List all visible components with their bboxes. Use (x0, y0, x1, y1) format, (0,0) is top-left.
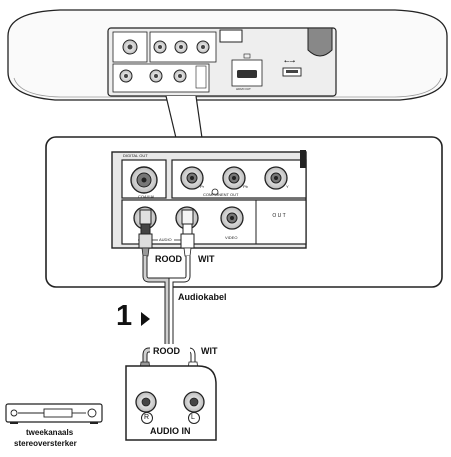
hdmi-out-label: HDMI OUT (236, 87, 251, 91)
audio-label: AUDIO (159, 237, 172, 242)
out-label: O U T (272, 213, 286, 219)
right-channel-label: R (144, 414, 150, 421)
pr-label: Pr (200, 184, 204, 189)
white-plug-label-top: WIT (198, 254, 215, 264)
step-arrow-icon (141, 312, 150, 326)
white-plug-label-bottom: WIT (201, 346, 218, 356)
video-label: VIDEO (225, 235, 238, 240)
amplifier-caption-line1: tweekanaals (26, 428, 74, 437)
component-out-label: COMPONENT OUT (203, 192, 239, 197)
zoom-callout-lines (165, 95, 203, 139)
cable-label: Audiokabel (178, 292, 227, 302)
left-channel-label: L (191, 414, 195, 421)
amplifier-input-panel (125, 365, 217, 441)
red-plug-label-bottom: ROOD (153, 346, 180, 356)
y-label: Y (286, 184, 289, 189)
red-plug-label-top: ROOD (155, 254, 182, 264)
step-number: 1 (116, 300, 133, 332)
player-device: ⭠⭢ (7, 9, 448, 101)
amplifier-icon (5, 403, 103, 424)
audio-in-label: AUDIO IN (150, 426, 191, 436)
digital-out-label: DIGITAL OUT (123, 153, 148, 158)
coaxial-label: COAXIAL (138, 194, 156, 199)
svg-text:⭠⭢: ⭠⭢ (284, 57, 296, 65)
pb-label: Pb (243, 184, 248, 189)
zoomed-panel (45, 136, 443, 288)
amplifier-caption-line2: stereoversterker (14, 439, 77, 448)
